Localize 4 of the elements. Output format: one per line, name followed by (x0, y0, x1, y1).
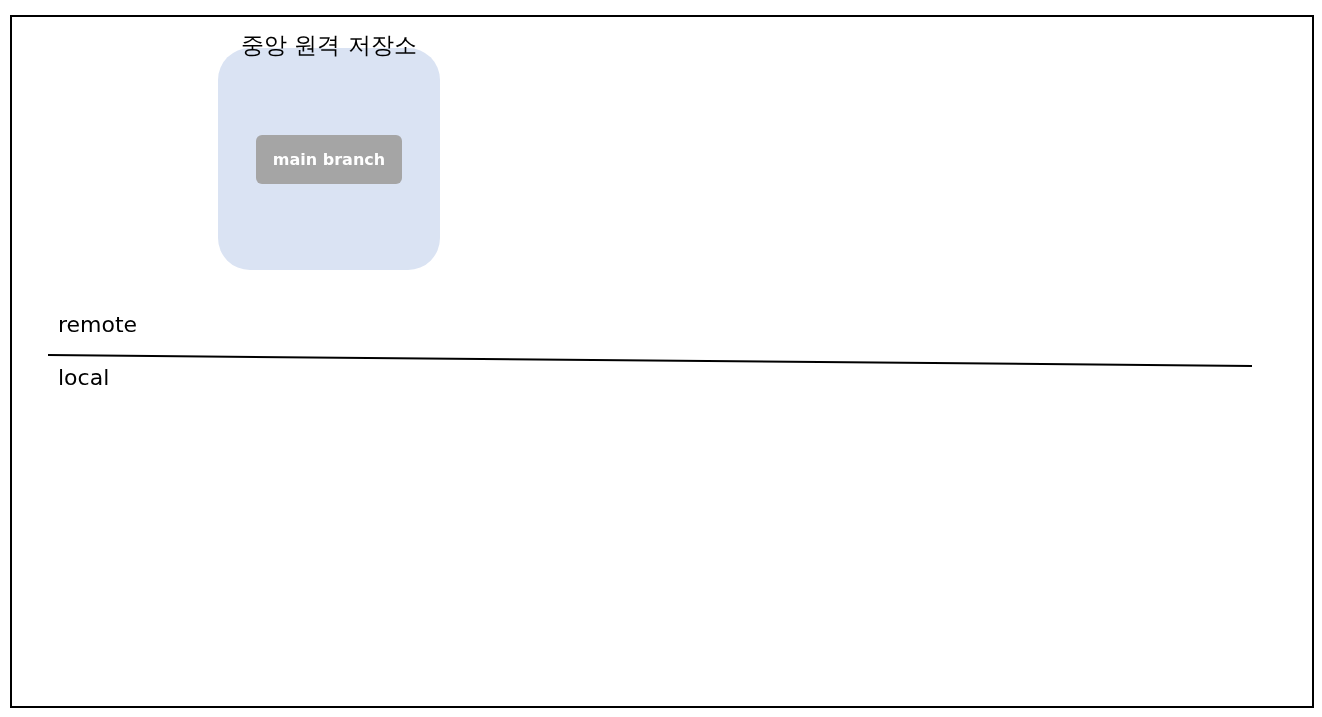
branch-box: main branch (256, 135, 402, 184)
zone-label: remote (58, 312, 138, 337)
container-title: 중앙 원격 저장소 (240, 31, 418, 60)
zone-label: local (58, 365, 110, 390)
